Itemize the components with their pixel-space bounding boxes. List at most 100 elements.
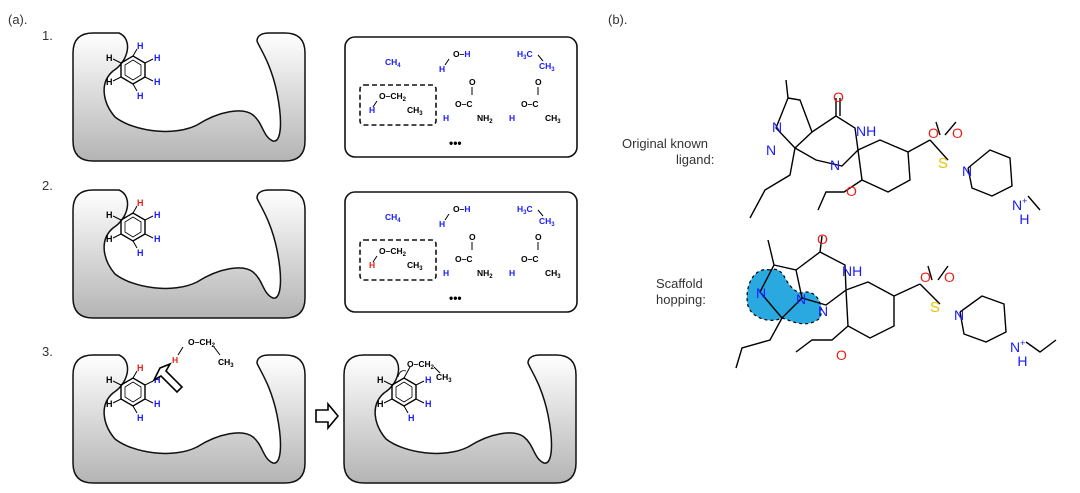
approach-arrow [152, 362, 184, 394]
hydrogen-top: H [137, 41, 144, 51]
hydrogen-lower-left: H [106, 399, 113, 409]
hopped-sulfonyl-oxygen-2: O [944, 269, 955, 285]
incoming-fragment: O–CH2 H CH3 [172, 337, 234, 369]
panel-a-label: (a). [8, 12, 28, 27]
fragment-ethanol: O–CH2 [379, 246, 407, 258]
fragment-carbamate: O–C [455, 99, 472, 109]
fragment-acetic-acid: O–C [521, 254, 538, 264]
fragment-water: O–H [453, 49, 470, 59]
binding-pocket-step2: H H H H H H [72, 189, 306, 319]
panel-b-label: (b). [608, 12, 628, 27]
hopped-n1: N [756, 285, 766, 301]
hydrogen-left: H [106, 53, 113, 63]
binding-pocket-step3-before: H H H H H H [72, 354, 306, 484]
hydrogen-lower-left: H [106, 77, 113, 87]
fragment-acetic-acid-h: H [509, 113, 515, 123]
fragment-carbamate: O–C [455, 254, 472, 264]
sulfonyl-oxygen-1: O [928, 125, 939, 141]
fragment-ethane-ch3: CH3 [539, 61, 555, 73]
fragment-acetic-acid-ch3: CH3 [545, 113, 561, 125]
benzene-ligand-step1: H H H H H H [106, 41, 161, 101]
incoming-red-hydrogen: H [172, 355, 178, 365]
hydrogen-right: H [154, 53, 161, 63]
hydrogen-right: H [154, 210, 161, 220]
hydrogen-lower-left: H [377, 399, 384, 409]
ethoxy-group: O–CH2 [407, 359, 435, 371]
fragment-carbamate-nh2: NH2 [477, 113, 493, 125]
pyrazole-n1: N [772, 119, 782, 135]
hopped-sulfur: S [930, 299, 940, 316]
methyl-group: CH3 [436, 372, 452, 384]
carbonyl-oxygen: O [833, 89, 844, 105]
fragment-acetic-acid: O–C [521, 99, 538, 109]
fragment-ethanol-h: H [369, 105, 375, 115]
fragment-acetic-acid-ch3: CH3 [545, 268, 561, 280]
original-ligand-structure [749, 79, 1041, 219]
hydrogen-lower-right: H [154, 234, 161, 244]
sulfonyl-oxygen-2: O [952, 125, 963, 141]
step-3-number: 3. [42, 344, 53, 359]
scaffold-hop-highlight [746, 268, 822, 325]
hydrogen-right: H [154, 375, 161, 385]
piperazine-n2: N+H [1012, 196, 1030, 227]
fragment-ethanol: O–CH2 [379, 91, 407, 103]
hopped-ether-oxygen: O [836, 347, 847, 363]
hopped-n2: N [796, 291, 806, 307]
fragment-water: O–H [453, 204, 470, 214]
pyrazole-n2: N [766, 142, 776, 158]
sulfur-atom: S [938, 155, 948, 172]
fragment-acetic-acid-h: H [509, 268, 515, 278]
hopped-piperazine-n1: N [954, 307, 964, 323]
fragment-ethanol-ch3: CH3 [407, 260, 423, 272]
more-fragments-ellipsis: ••• [449, 136, 462, 150]
fragment-carbamate-h: H [443, 268, 449, 278]
fragment-carbamate-h: H [443, 113, 449, 123]
hydrogen-bottom: H [137, 91, 144, 101]
benzene-ligand-step2: H H H H H H [106, 198, 161, 258]
fragment-ethanol-red-h: H [369, 260, 375, 270]
ether-oxygen: O [846, 183, 857, 199]
fragment-ethane: H3C [517, 204, 533, 216]
fragment-ethane-ch3: CH3 [539, 216, 555, 228]
fragment-acetic-acid-o: O [535, 77, 542, 87]
original-ligand-caption-line2: ligand: [676, 152, 714, 167]
fragment-acetic-acid-o: O [535, 232, 542, 242]
hopped-n3: N [818, 303, 828, 319]
hopped-sulfonyl-oxygen-1: O [920, 269, 931, 285]
more-fragments-ellipsis: ••• [449, 291, 462, 305]
hydrogen-bottom: H [408, 413, 415, 423]
binding-pocket-step1: H H H H H H [72, 32, 306, 162]
bond-formation-arrow [397, 370, 407, 378]
hydrogen-bottom: H [137, 413, 144, 423]
amide-nh: NH [856, 123, 876, 139]
fragment-carbamate-nh2: NH2 [477, 268, 493, 280]
hydrogen-lower-right: H [154, 77, 161, 87]
fragment-library-1: CH4 O–H H H3C CH3 O–CH2 H CH3 O–C O H NH… [344, 36, 578, 158]
transition-arrow [315, 401, 340, 431]
hydrogen-lower-left: H [106, 234, 113, 244]
benzene-ligand-step3: H H H H H H [106, 363, 161, 423]
hydrogen-bottom: H [137, 248, 144, 258]
hopped-piperazine-n2: N+H [1010, 338, 1028, 369]
replaced-hydrogen: H [137, 363, 144, 373]
fragment-methane: CH4 [385, 212, 401, 224]
pyrimidine-n: N [830, 157, 840, 173]
incoming-methyl: CH3 [218, 357, 234, 369]
fragment-water-h: H [439, 64, 445, 74]
fragment-carbamate-o: O [469, 232, 476, 242]
incoming-ethanol: O–CH2 [188, 337, 216, 349]
scaffold-hopped-ligand-structure [735, 235, 1057, 369]
scaffold-hopping-caption-line1: Scaffold [656, 276, 703, 291]
step-1-number: 1. [42, 28, 53, 43]
hydrogen-left: H [106, 375, 113, 385]
hopped-carbonyl-oxygen: O [817, 231, 828, 247]
replaced-hydrogen: H [137, 198, 144, 208]
hydrogen-left: H [106, 210, 113, 220]
hydrogen-lower-right: H [154, 399, 161, 409]
selected-fragment-box [359, 84, 437, 126]
fragment-water-h: H [439, 219, 445, 229]
fragment-library-2: CH4 O–H H H3C CH3 O–CH2 H CH3 O–C O H NH… [344, 191, 578, 313]
binding-pocket-step3-after: O–CH2 CH3 H H H H H [343, 354, 577, 484]
